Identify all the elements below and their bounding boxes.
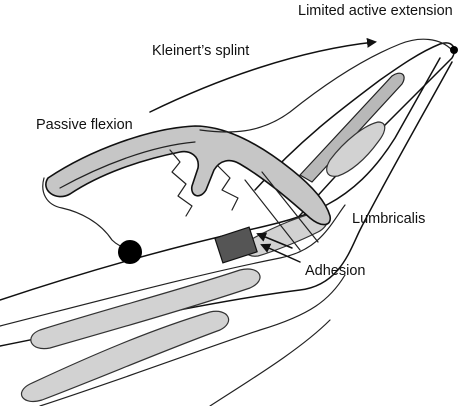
label-adhesion: Adhesion [305,263,366,279]
fingertip-hook [450,46,458,54]
passive-flexion-arrow [256,232,293,249]
adhesion-arrow [260,243,301,263]
label-passive-flexion: Passive flexion [36,117,133,133]
metacarpal-bones [20,211,329,402]
finger-extended [254,42,456,227]
kleinerts-splint-body [45,125,332,251]
label-kleinerts-splint: Kleinert’s splint [152,43,250,59]
label-lumbricalis: Lumbricalis [352,211,426,227]
counterweight-ball [118,240,142,264]
kleinerts-splint-arrow [149,37,377,113]
label-limited-active-extension: Limited active extension [298,3,453,19]
hand-outline [0,57,453,406]
adhesion-block [214,226,258,264]
